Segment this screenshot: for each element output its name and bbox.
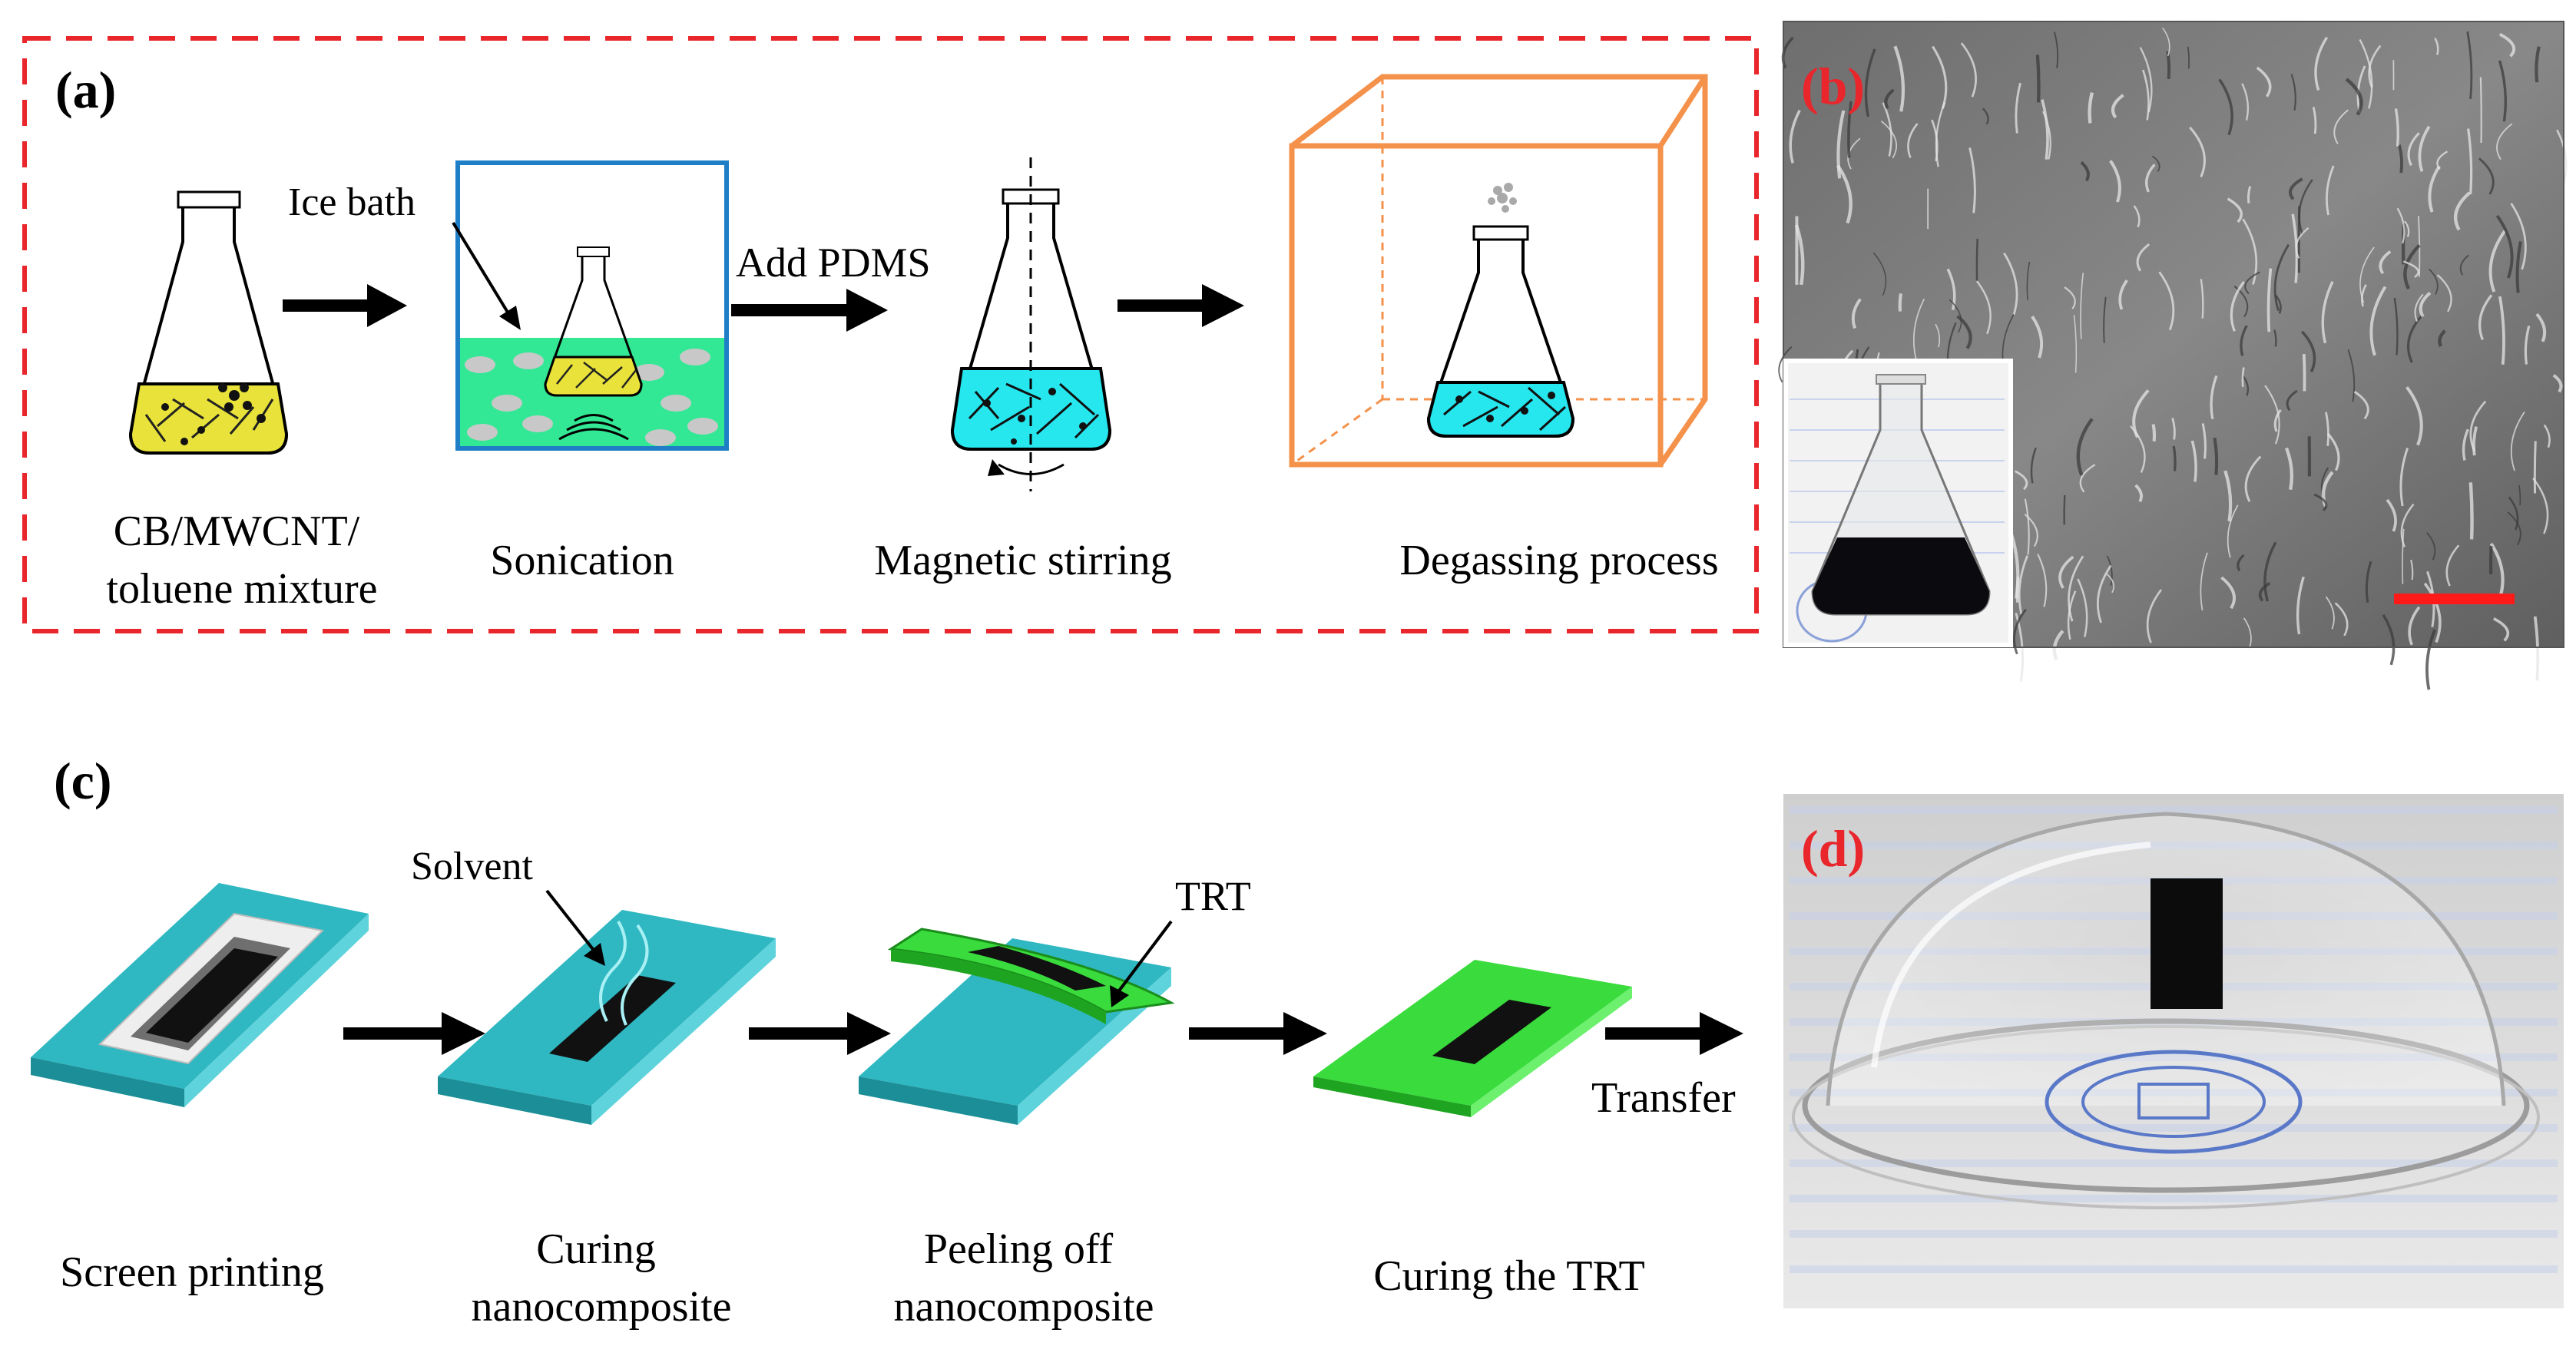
black-sensor-strip	[2151, 878, 2223, 1009]
arrow-a2	[731, 289, 888, 332]
arrow-a1	[283, 284, 407, 327]
panel-a: (a) CB/MWCNT/ toluene mixture	[22, 36, 1759, 633]
trt-label: TRT	[1175, 873, 1251, 919]
panel-c-letter: (c)	[54, 752, 111, 810]
panel-d-letter: (d)	[1801, 819, 1865, 878]
arrow-c3	[1189, 1012, 1327, 1055]
trt-cured	[1313, 960, 1632, 1117]
panel-a-letter: (a)	[55, 61, 116, 119]
scale-bar	[2394, 594, 2515, 604]
step-label-sonication: Sonication	[490, 537, 674, 584]
panel-c: (c) Screen printing	[31, 752, 1743, 1331]
step-label-degassing: Degassing process	[1399, 537, 1718, 584]
sonication-bath	[452, 160, 729, 451]
add-pdms-label: Add PDMS	[736, 240, 931, 286]
panel-b-letter: (b)	[1801, 57, 1865, 115]
panel-b-sem-image: (b)	[1778, 21, 2568, 690]
substrate-curing	[438, 889, 776, 1125]
step-label-screen-printing: Screen printing	[60, 1248, 324, 1296]
panel-d-photo: (d)	[1783, 794, 2564, 1308]
transfer-label: Transfer	[1591, 1074, 1736, 1122]
arrow-c1	[343, 1012, 485, 1055]
step-label-peeling-off: Peeling off nanocomposite	[893, 1225, 1154, 1331]
arrow-c4-transfer	[1605, 1012, 1743, 1055]
step-label-magnetic-stirring: Magnetic stirring	[874, 537, 1171, 584]
flask-toluene-mixture	[128, 190, 289, 455]
flask-photo-inset	[1783, 359, 2013, 647]
university-seal-logo	[2045, 1050, 2303, 1154]
arrow-c2	[749, 1012, 891, 1055]
step-label-curing-nanocomposite: Curing nanocomposite	[471, 1225, 731, 1331]
step-label-toluene-mixture: CB/MWCNT/ toluene mixture	[106, 508, 377, 613]
solvent-label: Solvent	[411, 845, 533, 888]
ice-bath-label: Ice bath	[288, 180, 416, 224]
flask-magnetic-stirring	[950, 157, 1112, 491]
degassing-chamber	[1289, 74, 1708, 468]
substrate-peeling	[859, 920, 1175, 1125]
step-label-curing-trt: Curing the TRT	[1373, 1252, 1644, 1300]
arrow-a3	[1117, 284, 1244, 327]
substrate-screen-printing	[31, 883, 369, 1107]
